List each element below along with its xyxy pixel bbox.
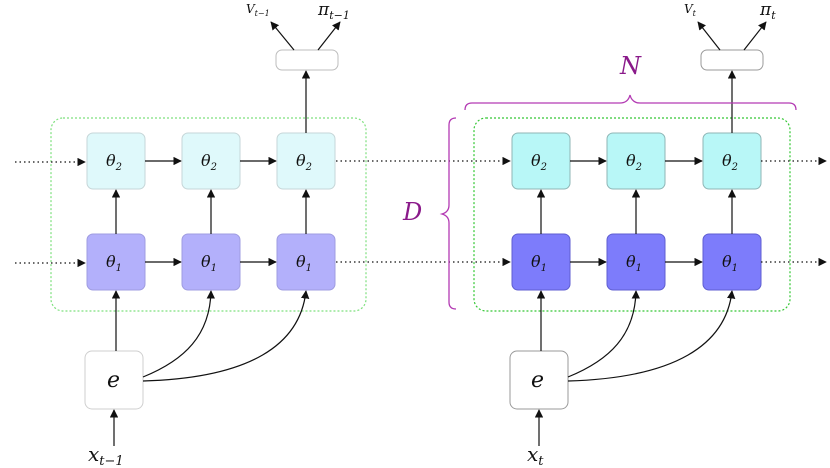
left-value-label: Vt−1 bbox=[246, 2, 270, 18]
left-theta2-label-2: θ2 bbox=[201, 151, 217, 173]
right-theta1-cell-2 bbox=[606, 233, 666, 291]
left-encoder-label: e bbox=[107, 368, 120, 393]
left-policy-label: πt−1 bbox=[317, 0, 350, 22]
left-theta1-cell-2 bbox=[181, 233, 241, 291]
right-policy-label: πt bbox=[759, 0, 776, 22]
left-theta2-cell-1 bbox=[86, 132, 146, 190]
right-theta2-cell-3 bbox=[702, 132, 762, 190]
right-theta1-label-3: θ1 bbox=[722, 252, 738, 274]
width-brace-label: N bbox=[619, 52, 642, 80]
left-encoder-box bbox=[84, 350, 144, 410]
left-encoder-to-theta1-2 bbox=[142, 290, 216, 378]
right-theta2-label-3: θ2 bbox=[722, 151, 738, 173]
right-encoder-label: e bbox=[531, 368, 544, 393]
left-theta1-cell-1 bbox=[86, 233, 146, 291]
right-theta1-label-2: θ1 bbox=[626, 252, 642, 274]
left-theta2-label-3: θ2 bbox=[296, 151, 312, 173]
right-theta1-label-1: θ1 bbox=[531, 252, 547, 274]
left-theta2-cell-3 bbox=[276, 132, 336, 190]
right-output-head bbox=[700, 49, 764, 71]
left-theta1-label-2: θ1 bbox=[201, 252, 217, 274]
left-theta1-label-3: θ1 bbox=[296, 252, 312, 274]
width-brace bbox=[464, 94, 797, 111]
right-theta2-label-2: θ2 bbox=[626, 151, 642, 173]
depth-brace-label: D bbox=[402, 198, 422, 226]
right-theta2-cell-1 bbox=[511, 132, 571, 190]
right-theta1-cell-3 bbox=[702, 233, 762, 291]
right-encoder-to-theta1-2 bbox=[567, 290, 641, 378]
right-input-label: xt bbox=[527, 442, 544, 468]
right-policy-arrow bbox=[743, 21, 767, 51]
left-input-label: xt−1 bbox=[88, 442, 124, 468]
right-encoder-box bbox=[509, 350, 569, 410]
left-recurrent-group bbox=[50, 117, 367, 312]
right-theta2-label-1: θ2 bbox=[531, 151, 547, 173]
left-output-head bbox=[275, 49, 339, 71]
left-theta1-label-1: θ1 bbox=[106, 252, 122, 274]
left-theta2-label-1: θ2 bbox=[106, 151, 122, 173]
right-theta2-cell-2 bbox=[606, 132, 666, 190]
right-value-label: Vt bbox=[684, 2, 697, 18]
right-encoder-to-theta1-3 bbox=[567, 290, 736, 382]
left-value-arrow bbox=[270, 21, 295, 51]
left-encoder-to-theta1-3 bbox=[142, 290, 310, 382]
right-value-arrow bbox=[697, 21, 721, 51]
left-theta1-cell-3 bbox=[276, 233, 336, 291]
right-theta1-cell-1 bbox=[511, 233, 571, 291]
right-recurrent-group bbox=[473, 117, 791, 312]
left-theta2-cell-2 bbox=[181, 132, 241, 190]
depth-brace bbox=[439, 117, 457, 310]
left-policy-arrow bbox=[317, 21, 341, 51]
